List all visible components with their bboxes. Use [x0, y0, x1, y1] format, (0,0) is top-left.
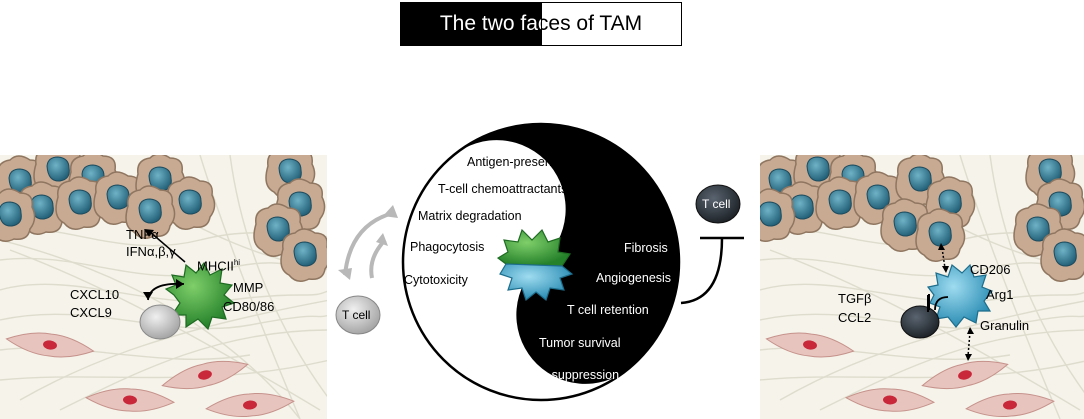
label-cxcl10: CXCL10: [70, 287, 120, 302]
label-tgfb: TGFβ: [838, 291, 872, 306]
label-cd80: CD80/86: [223, 299, 275, 314]
dotted-arrow-down: [967, 331, 971, 357]
inhibition-arrow-right: [934, 296, 949, 311]
inhibition-arrow-center: [680, 237, 724, 305]
right-panel-tissue: [760, 155, 1084, 419]
t-cell-dark-right: [900, 305, 940, 339]
arrow-cytokines: [149, 231, 186, 263]
yy-cytotoxicity: Cytotoxicity: [404, 273, 468, 287]
label-ifn: IFNα,β,γ: [126, 244, 176, 259]
label-cd206: CD206: [970, 262, 1011, 277]
label-mhc: MHCIIhi: [197, 258, 241, 274]
yy-phagocytosis: Phagocytosis: [410, 240, 485, 254]
yy-fibrosis: Fibrosis: [624, 241, 668, 255]
left-panel-tissue: [0, 155, 327, 419]
t-cell-grey-left: [139, 304, 181, 340]
tcell-label-right: T cell: [702, 197, 731, 211]
label-arg1: Arg1: [986, 287, 1014, 302]
label-mmp: MMP: [233, 280, 264, 295]
m2-macrophage-right: [926, 263, 993, 328]
grey-arrow-inner: [369, 238, 387, 279]
label-granulin: Granulin: [980, 318, 1030, 333]
extracellular-matrix-fibers-right: [760, 155, 1084, 419]
title-box: The two faces of TAM The two faces of TA…: [400, 2, 682, 46]
label-cxcl9: CXCL9: [70, 305, 112, 320]
title-text-dark: The two faces of TAM: [439, 12, 643, 35]
yy-angiogenesis: Angiogenesis: [596, 271, 672, 285]
tcell-label-left: T cell: [342, 308, 371, 322]
label-ccl2: CCL2: [838, 310, 872, 325]
yy-immune-suppression: Immune suppression: [503, 368, 620, 382]
t-cell-dark-center: [695, 184, 741, 224]
yy-antigen-presentation: Antigen-presentation: [467, 155, 583, 169]
central-macrophage: [496, 228, 574, 302]
label-tnfa: TNFα: [126, 227, 159, 242]
dotted-arrow-up: [941, 247, 946, 269]
yy-tumor-survival: Tumor survival: [539, 336, 621, 350]
title-text-light: The two faces of TAM: [439, 12, 643, 35]
yy-tcell-chemo: T-cell chemoattractants: [438, 182, 568, 196]
yy-tcell-retention: T cell retention: [567, 303, 649, 317]
yy-matrix-degradation: Matrix degradation: [418, 209, 522, 223]
m1-macrophage-left: [164, 261, 236, 331]
t-cell-grey-center: [335, 295, 381, 335]
